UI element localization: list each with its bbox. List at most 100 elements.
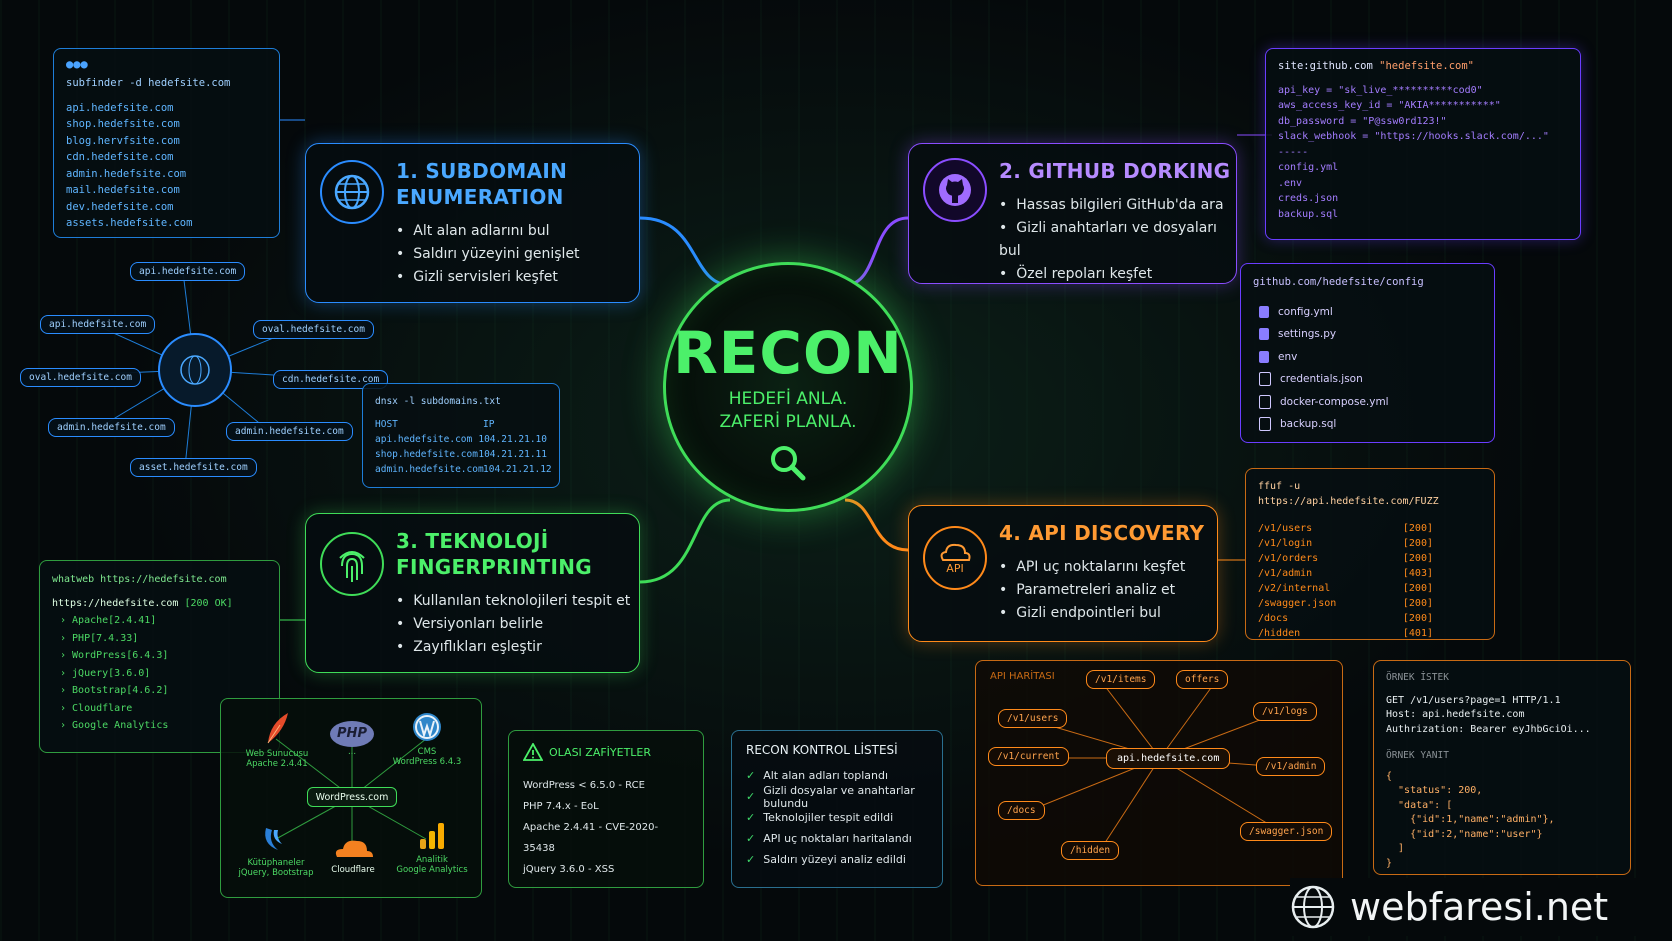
ffuf-path: /v1/users [1258, 523, 1313, 534]
subdomain-node: oval.hedefsite.com [253, 320, 374, 339]
tech-bullets: Kullanılan teknolojileri tespit etVersiy… [396, 590, 630, 659]
bullet-item: Zayıflıkları eşleştir [396, 636, 630, 659]
whatweb-url: https://hedefsite.com [52, 597, 179, 609]
subdomain-result: blog.hervfsite.com [66, 134, 180, 147]
request-line: GET /v1/users?page=1 HTTP/1.1 [1386, 694, 1561, 706]
checklist-items: ✓Alt alan adları toplandı✓Gizli dosyalar… [746, 765, 928, 870]
bullet-item: Saldırı yüzeyini genişlet [396, 243, 579, 266]
ffuf-path: /docs [1258, 613, 1289, 624]
checklist-text: Teknolojiler tespit edildi [763, 811, 894, 824]
ffuf-code: [200] [1402, 523, 1433, 534]
recon-slogan-1: HEDEFİ ANLA. [728, 389, 848, 409]
sample-panel: ÖRNEK İSTEK GET /v1/users?page=1 HTTP/1.… [1373, 660, 1631, 875]
file-row[interactable]: config.yml [1253, 301, 1482, 324]
subdomain-result: shop.hedefsite.com [66, 118, 180, 130]
subdomain-node: admin.hedefsite.com [226, 422, 353, 441]
ffuf-row: /docs[200] [1258, 611, 1433, 626]
cloud-api-icon: API [923, 526, 987, 590]
leak-line: api_key = "sk_live_**********cod0" [1278, 84, 1483, 96]
ffuf-code: [200] [1402, 553, 1433, 564]
vuln-item: Apache 2.4.41 - CVE-2020-35438 [523, 822, 659, 854]
fingerprint-icon [320, 532, 384, 596]
file-row[interactable]: settings.py [1253, 323, 1482, 346]
github-icon [923, 158, 987, 222]
php-icon: PHP [330, 721, 374, 747]
ffuf-row: /swagger.json[200] [1258, 596, 1433, 611]
whatweb-item-text: Bootstrap[4.6.2] [72, 685, 169, 696]
tech-title-2: FINGERPRINTING [396, 555, 592, 579]
subdomain-node: oval.hedefsite.com [20, 368, 141, 387]
api-map-node: /swagger.json [1240, 822, 1333, 841]
api-map-node: /v1/logs [1253, 702, 1317, 721]
request-line: Authrization: Bearer eyJhbGciOi... [1386, 723, 1591, 735]
ffuf-row: /v1/login [200] [1258, 536, 1433, 551]
chevron-right-icon: › [60, 615, 67, 626]
whatweb-item-text: Apache[2.4.41] [72, 615, 157, 626]
feather-icon [267, 713, 288, 744]
file-row[interactable]: env [1253, 346, 1482, 369]
wordpress-icon [413, 713, 441, 741]
lib-sub: jQuery, Bootstrap [238, 868, 314, 878]
file-icon [1259, 417, 1271, 432]
file-row[interactable]: docker-compose.yml [1253, 391, 1482, 414]
bullet-item: Versiyonları belirle [396, 613, 630, 636]
vuln-item: jQuery 3.6.0 - XSS [523, 864, 615, 875]
subdomain-card: 1. SUBDOMAIN ENUMERATION Alt alan adları… [305, 143, 640, 303]
file-row[interactable]: credentials.json [1253, 368, 1482, 391]
dnsx-ip: 104.21.21.10 [478, 434, 547, 445]
ffuf-row: /v2/internal[200] [1258, 581, 1433, 596]
ffuf-code: [200] [1402, 538, 1433, 549]
globe-icon [1291, 885, 1335, 929]
bullet-item: Hassas bilgileri GitHub'da ara [999, 194, 1236, 217]
github-title: 2. GITHUB DORKING [999, 159, 1231, 183]
analytics-label: Analitik [416, 855, 448, 865]
github-query: site:github.com "hedefsite.com" [1278, 60, 1474, 72]
brand: webfaresi.net [1290, 878, 1670, 936]
ffuf-path: /v1/login [1258, 538, 1313, 549]
leak-line: aws_access_key_id = "AKIA***********" [1278, 100, 1501, 111]
cms-sub: WordPress 6.4.3 [392, 757, 462, 767]
checklist-item: ✓Gizli dosyalar ve anahtarlar bulundu [746, 784, 928, 810]
api-card: API 4. API DISCOVERY API uç noktalarını … [908, 505, 1218, 642]
bullet-item: API uç noktalarını keşfet [999, 556, 1204, 579]
warning-icon [523, 743, 543, 761]
sample-res-title: ÖRNEK YANIT [1386, 750, 1449, 761]
sample-req-title: ÖRNEK İSTEK [1386, 672, 1449, 683]
github-bullets: Hassas bilgileri GitHub'da araGizli anah… [999, 194, 1236, 286]
whatweb-item: ›WordPress[6.4.3] [52, 647, 267, 665]
bullet-item: Özel repoları keşfet [999, 263, 1236, 286]
file-row[interactable]: backup.sql [1253, 413, 1482, 436]
tech-graph-panel: Web Sunucusu Apache 2.4.41 PHP ... CMS W… [220, 698, 482, 898]
subdomain-node: api.hedefsite.com [40, 315, 156, 334]
analytics-icon [420, 823, 444, 849]
subdomain-result: dev.hedefsite.com [66, 200, 174, 213]
file-icon [1259, 372, 1271, 387]
subdomain-node: asset.hedefsite.com [130, 458, 257, 477]
ffuf-row: /v1/orders [200] [1258, 551, 1433, 566]
checklist-text: Saldırı yüzeyi analiz edildi [763, 853, 906, 866]
api-icon-label: API [946, 562, 964, 575]
vuln-title: OLASI ZAFİYETLER [549, 745, 652, 759]
ffuf-path: /v1/admin [1258, 568, 1313, 579]
folder-icon [1259, 328, 1269, 341]
brand-name: webfaresi.net [1350, 885, 1609, 929]
checklist-item: ✓ Saldırı yüzeyi analiz edildi [746, 849, 928, 870]
ffuf-path: /hidden [1258, 628, 1301, 639]
check-icon: ✓ [746, 811, 756, 824]
subdomain-title-2: ENUMERATION [396, 185, 564, 209]
subfinder-command: subfinder -d hedefsite.com [66, 77, 231, 89]
check-icon: ✓ [746, 853, 756, 866]
checklist-text: API uç noktaları haritalandı [763, 832, 912, 845]
api-title: 4. API DISCOVERY [999, 521, 1205, 545]
whatweb-item-text: PHP[7.4.33] [72, 632, 139, 644]
ffuf-path: /v1/orders [1258, 553, 1319, 564]
bullet-item: Gizli endpointleri bul [999, 602, 1204, 625]
file-name: config.yml [1278, 305, 1333, 318]
api-map-node: /v1/items [1086, 670, 1156, 689]
bullet-item: Parametreleri analiz et [999, 579, 1204, 602]
